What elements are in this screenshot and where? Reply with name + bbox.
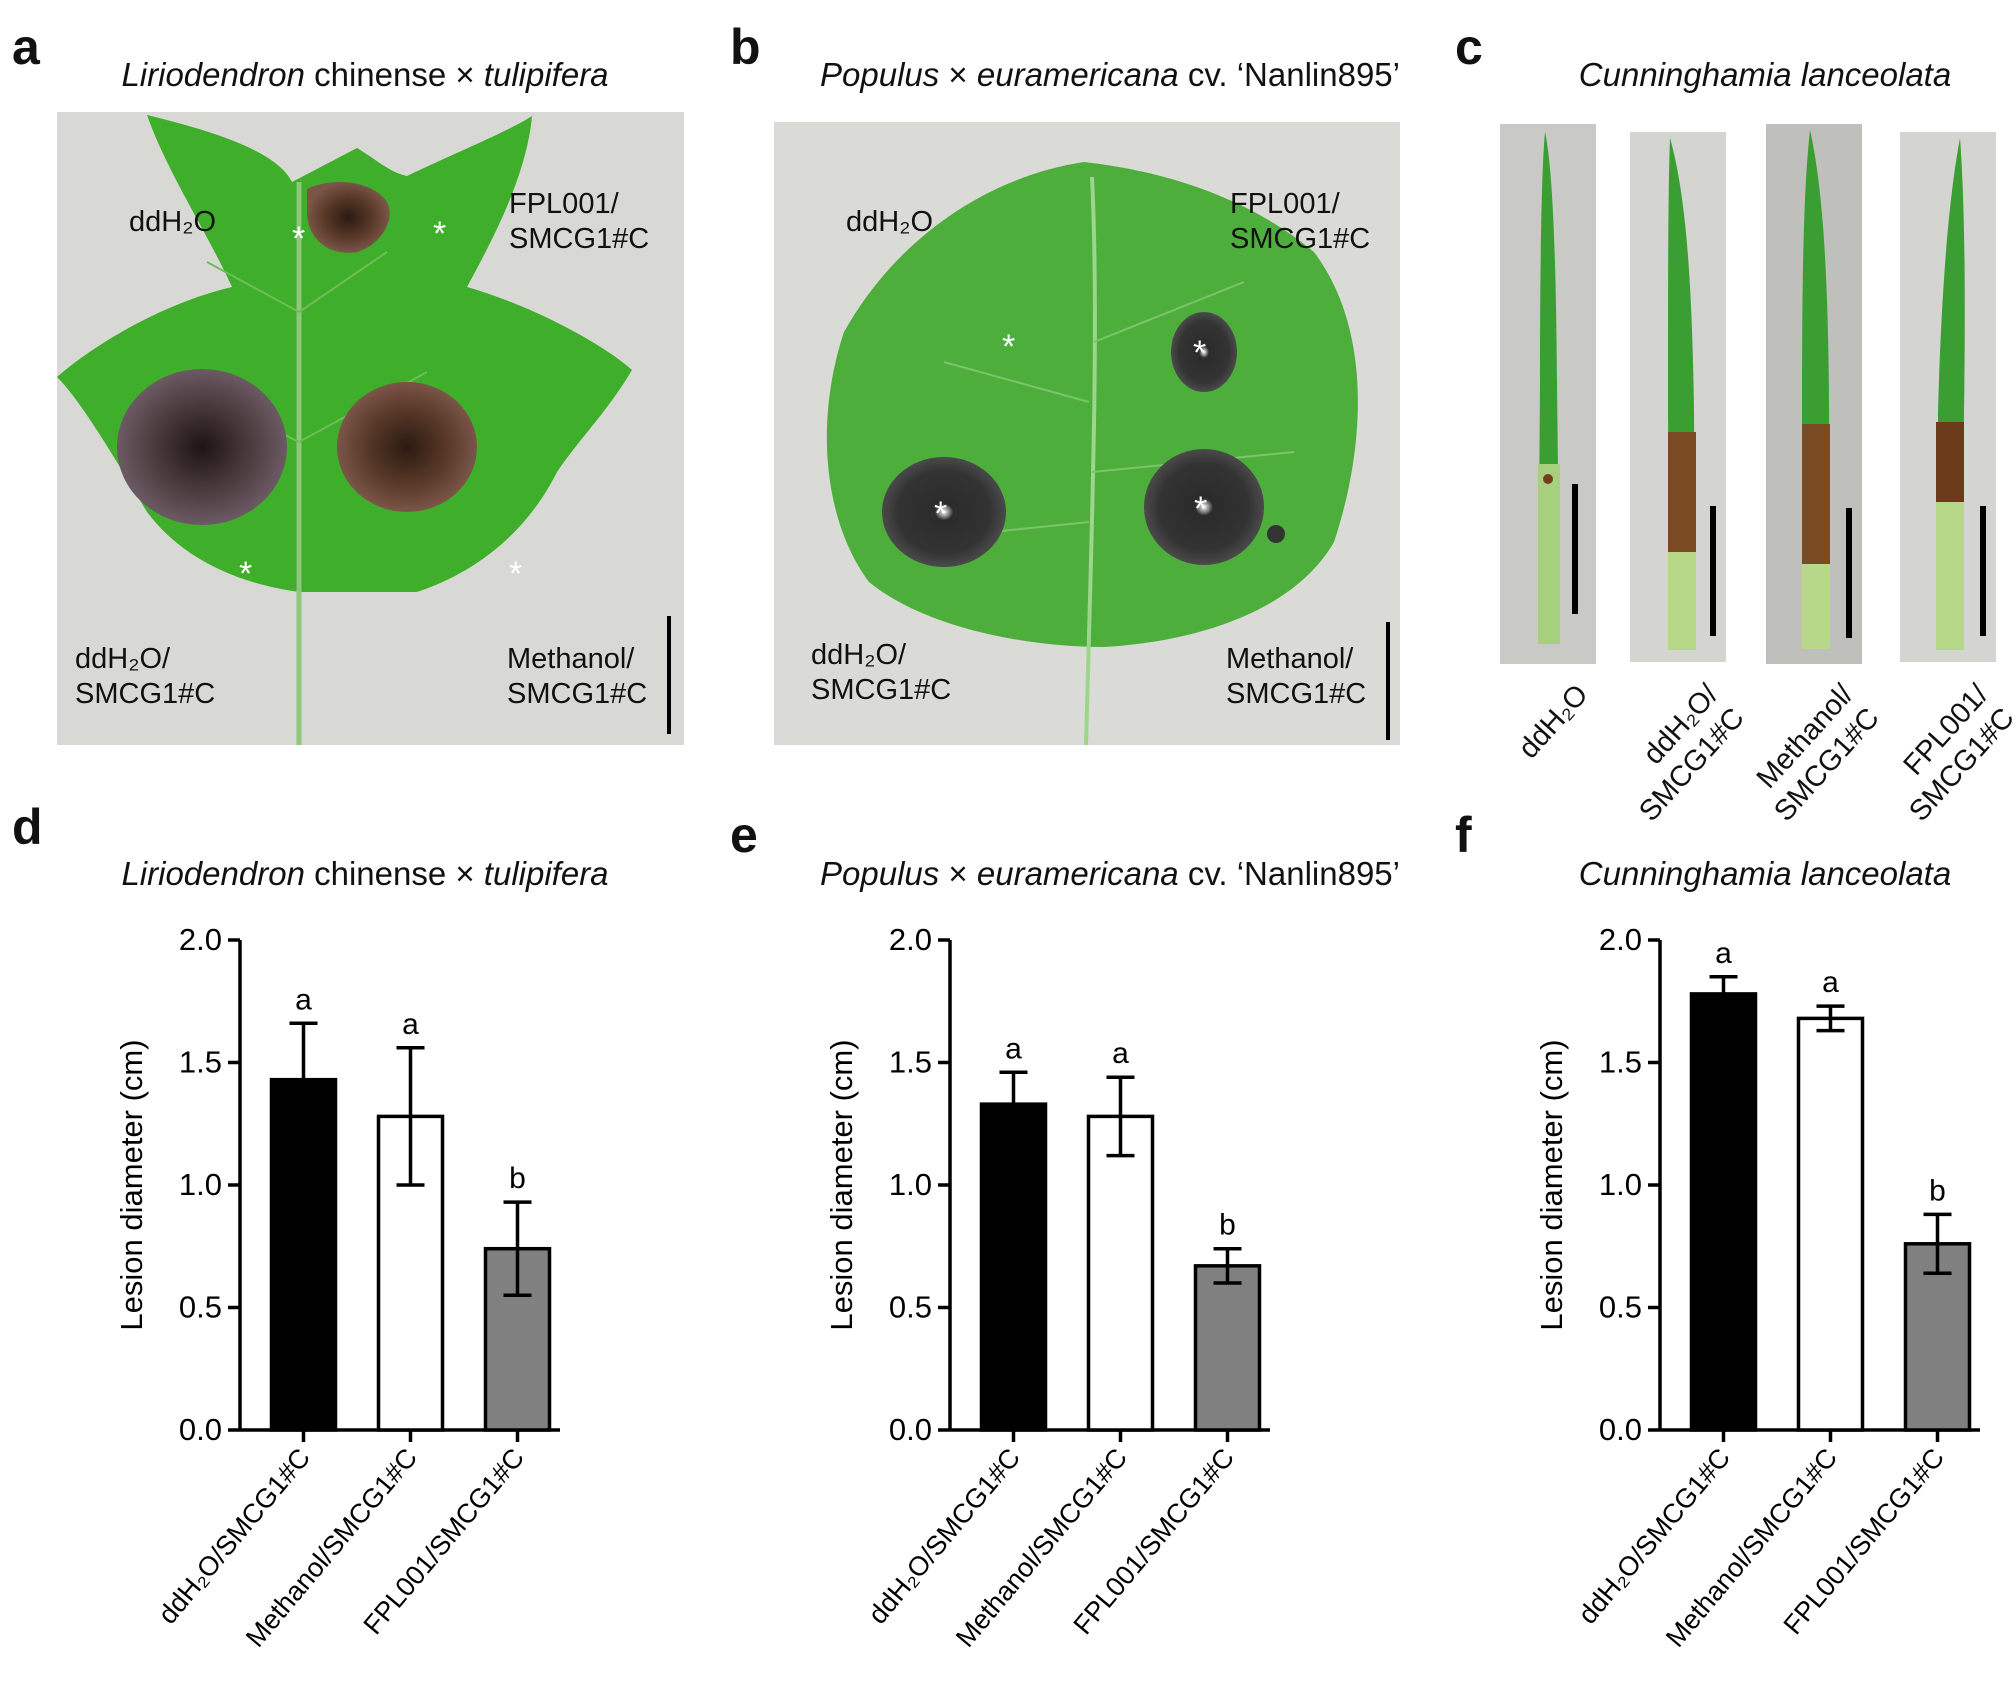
y-tick-label: 1.5: [889, 1045, 932, 1080]
needle-photo-methanol-smcg1c: [1766, 124, 1862, 664]
significance-letter: a: [1005, 1032, 1022, 1065]
needle-label-ddh2o: ddH₂O: [1512, 678, 1595, 765]
bar: [1689, 992, 1758, 1432]
title-part: cv. ‘Nanlin895’: [1178, 855, 1400, 892]
panel-title-e: Populus × euramericana cv. ‘Nanlin895’: [770, 857, 1450, 890]
y-tick-label: 0.5: [1599, 1290, 1642, 1325]
panel-title-f: Cunninghamia lanceolata: [1530, 857, 2000, 890]
label-methanol-smcg1c: Methanol/SMCG1#C: [1226, 643, 1367, 710]
title-part: Cunninghamia lanceolata: [1578, 855, 1952, 892]
inoculation-asterisk: *: [509, 555, 523, 593]
label-ddh2o-smcg1c: ddH₂O/SMCG1#C: [75, 643, 216, 710]
significance-letter: a: [295, 983, 312, 1016]
title-part: ×: [939, 56, 977, 93]
inoculation-asterisk: *: [1002, 328, 1016, 366]
bar: [1086, 1114, 1155, 1432]
panel-label-a: a: [12, 19, 40, 75]
y-tick-label: 0.5: [889, 1290, 932, 1325]
needle-label-methanol-smcg1c: Methanol/SMCG1#C: [1750, 678, 1886, 828]
title-part: Liriodendron: [121, 855, 305, 892]
inoculation-asterisk: *: [433, 215, 447, 253]
significance-letter: b: [1219, 1209, 1236, 1242]
title-part: Populus: [820, 855, 940, 892]
y-tick-label: 0.0: [889, 1412, 932, 1447]
poplar-leaf-image: [774, 122, 1400, 745]
inoculation-asterisk: *: [239, 555, 253, 593]
bar: [979, 1102, 1048, 1432]
panel-label-d: d: [12, 799, 43, 855]
bar-chart-e: Lesion diameter (cm)0.00.51.01.52.0addH₂…: [824, 922, 1270, 1653]
y-tick-label: 2.0: [1599, 922, 1642, 957]
y-tick-label: 0.5: [179, 1290, 222, 1325]
title-part: euramericana: [976, 56, 1179, 93]
title-part: cv. ‘Nanlin895’: [1178, 56, 1400, 93]
panel-label-c: c: [1455, 19, 1483, 75]
title-part: chinense ×: [304, 855, 484, 892]
significance-letter: a: [1112, 1037, 1129, 1070]
title-part: ×: [939, 855, 977, 892]
inoculation-asterisk: *: [1193, 334, 1207, 372]
scale-bar: [667, 616, 671, 734]
poplar-leaf-photo: ddH₂O FPL001/SMCG1#C ddH₂O/SMCG1#C Metha…: [774, 122, 1400, 745]
y-tick-label: 0.0: [1599, 1412, 1642, 1447]
needle-label-ddh2o-smcg1c: ddH₂O/SMCG1#C: [1632, 678, 1751, 828]
panel-title-a: Liriodendron chinense × tulipifera: [55, 58, 675, 91]
significance-letter: b: [1929, 1174, 1946, 1207]
title-part: tulipifera: [483, 56, 609, 93]
title-part: chinense ×: [304, 56, 484, 93]
title-part: Cunninghamia lanceolata: [1578, 56, 1952, 93]
y-axis-label: Lesion diameter (cm): [1534, 1039, 1569, 1330]
panel-label-e: e: [730, 807, 758, 863]
significance-letter: a: [1822, 966, 1839, 999]
label-ddh2o-smcg1c: ddH₂O/SMCG1#C: [811, 639, 952, 706]
panel-label-b: b: [730, 19, 761, 75]
panel-label-f: f: [1455, 807, 1472, 863]
label-methanol-smcg1c: Methanol/SMCG1#C: [507, 643, 648, 710]
y-tick-label: 1.0: [179, 1167, 222, 1202]
y-axis-label: Lesion diameter (cm): [114, 1039, 149, 1330]
significance-letter: a: [1715, 937, 1732, 970]
bar: [1796, 1016, 1865, 1432]
needle-photo-fpl001-smcg1c: [1900, 132, 1996, 662]
y-tick-label: 1.5: [179, 1045, 222, 1080]
y-tick-label: 1.0: [1599, 1167, 1642, 1202]
tulip-leaf-photo: ddH₂O FPL001/SMCG1#C ddH₂O/SMCG1#C Metha…: [57, 112, 684, 745]
label-fpl001-smcg1c: FPL001/SMCG1#C: [1230, 188, 1371, 255]
inoculation-asterisk: *: [934, 495, 948, 533]
inoculation-asterisk: *: [1194, 490, 1208, 528]
y-tick-label: 1.0: [889, 1167, 932, 1202]
bar: [1193, 1264, 1262, 1432]
y-tick-label: 2.0: [889, 922, 932, 957]
y-tick-label: 0.0: [179, 1412, 222, 1447]
tulip-leaf-image: [57, 112, 684, 745]
inoculation-asterisk: *: [292, 220, 306, 258]
title-part: tulipifera: [483, 855, 609, 892]
title-part: Populus: [820, 56, 940, 93]
y-tick-label: 2.0: [179, 922, 222, 957]
needle-photo-ddh2o: [1500, 124, 1596, 664]
needle-label-fpl001-smcg1c: FPL001/SMCG1#C: [1897, 678, 2016, 828]
needle-photo-ddh2o-smcg1c: [1630, 132, 1726, 662]
panel-title-d: Liriodendron chinense × tulipifera: [55, 857, 675, 890]
bar-chart-d: Lesion diameter (cm)0.00.51.01.52.0addH₂…: [114, 922, 560, 1653]
panel-title-b: Populus × euramericana cv. ‘Nanlin895’: [770, 58, 1450, 91]
scale-bar: [1386, 622, 1390, 740]
label-ddh2o: ddH₂O: [129, 206, 217, 238]
y-axis-label: Lesion diameter (cm): [824, 1039, 859, 1330]
label-fpl001-smcg1c: FPL001/SMCG1#C: [509, 188, 650, 255]
panel-title-c: Cunninghamia lanceolata: [1530, 58, 2000, 91]
significance-letter: a: [402, 1008, 419, 1041]
y-tick-label: 1.5: [1599, 1045, 1642, 1080]
title-part: euramericana: [976, 855, 1179, 892]
label-ddh2o: ddH₂O: [846, 206, 934, 238]
significance-letter: b: [509, 1162, 526, 1195]
title-part: Liriodendron: [121, 56, 305, 93]
